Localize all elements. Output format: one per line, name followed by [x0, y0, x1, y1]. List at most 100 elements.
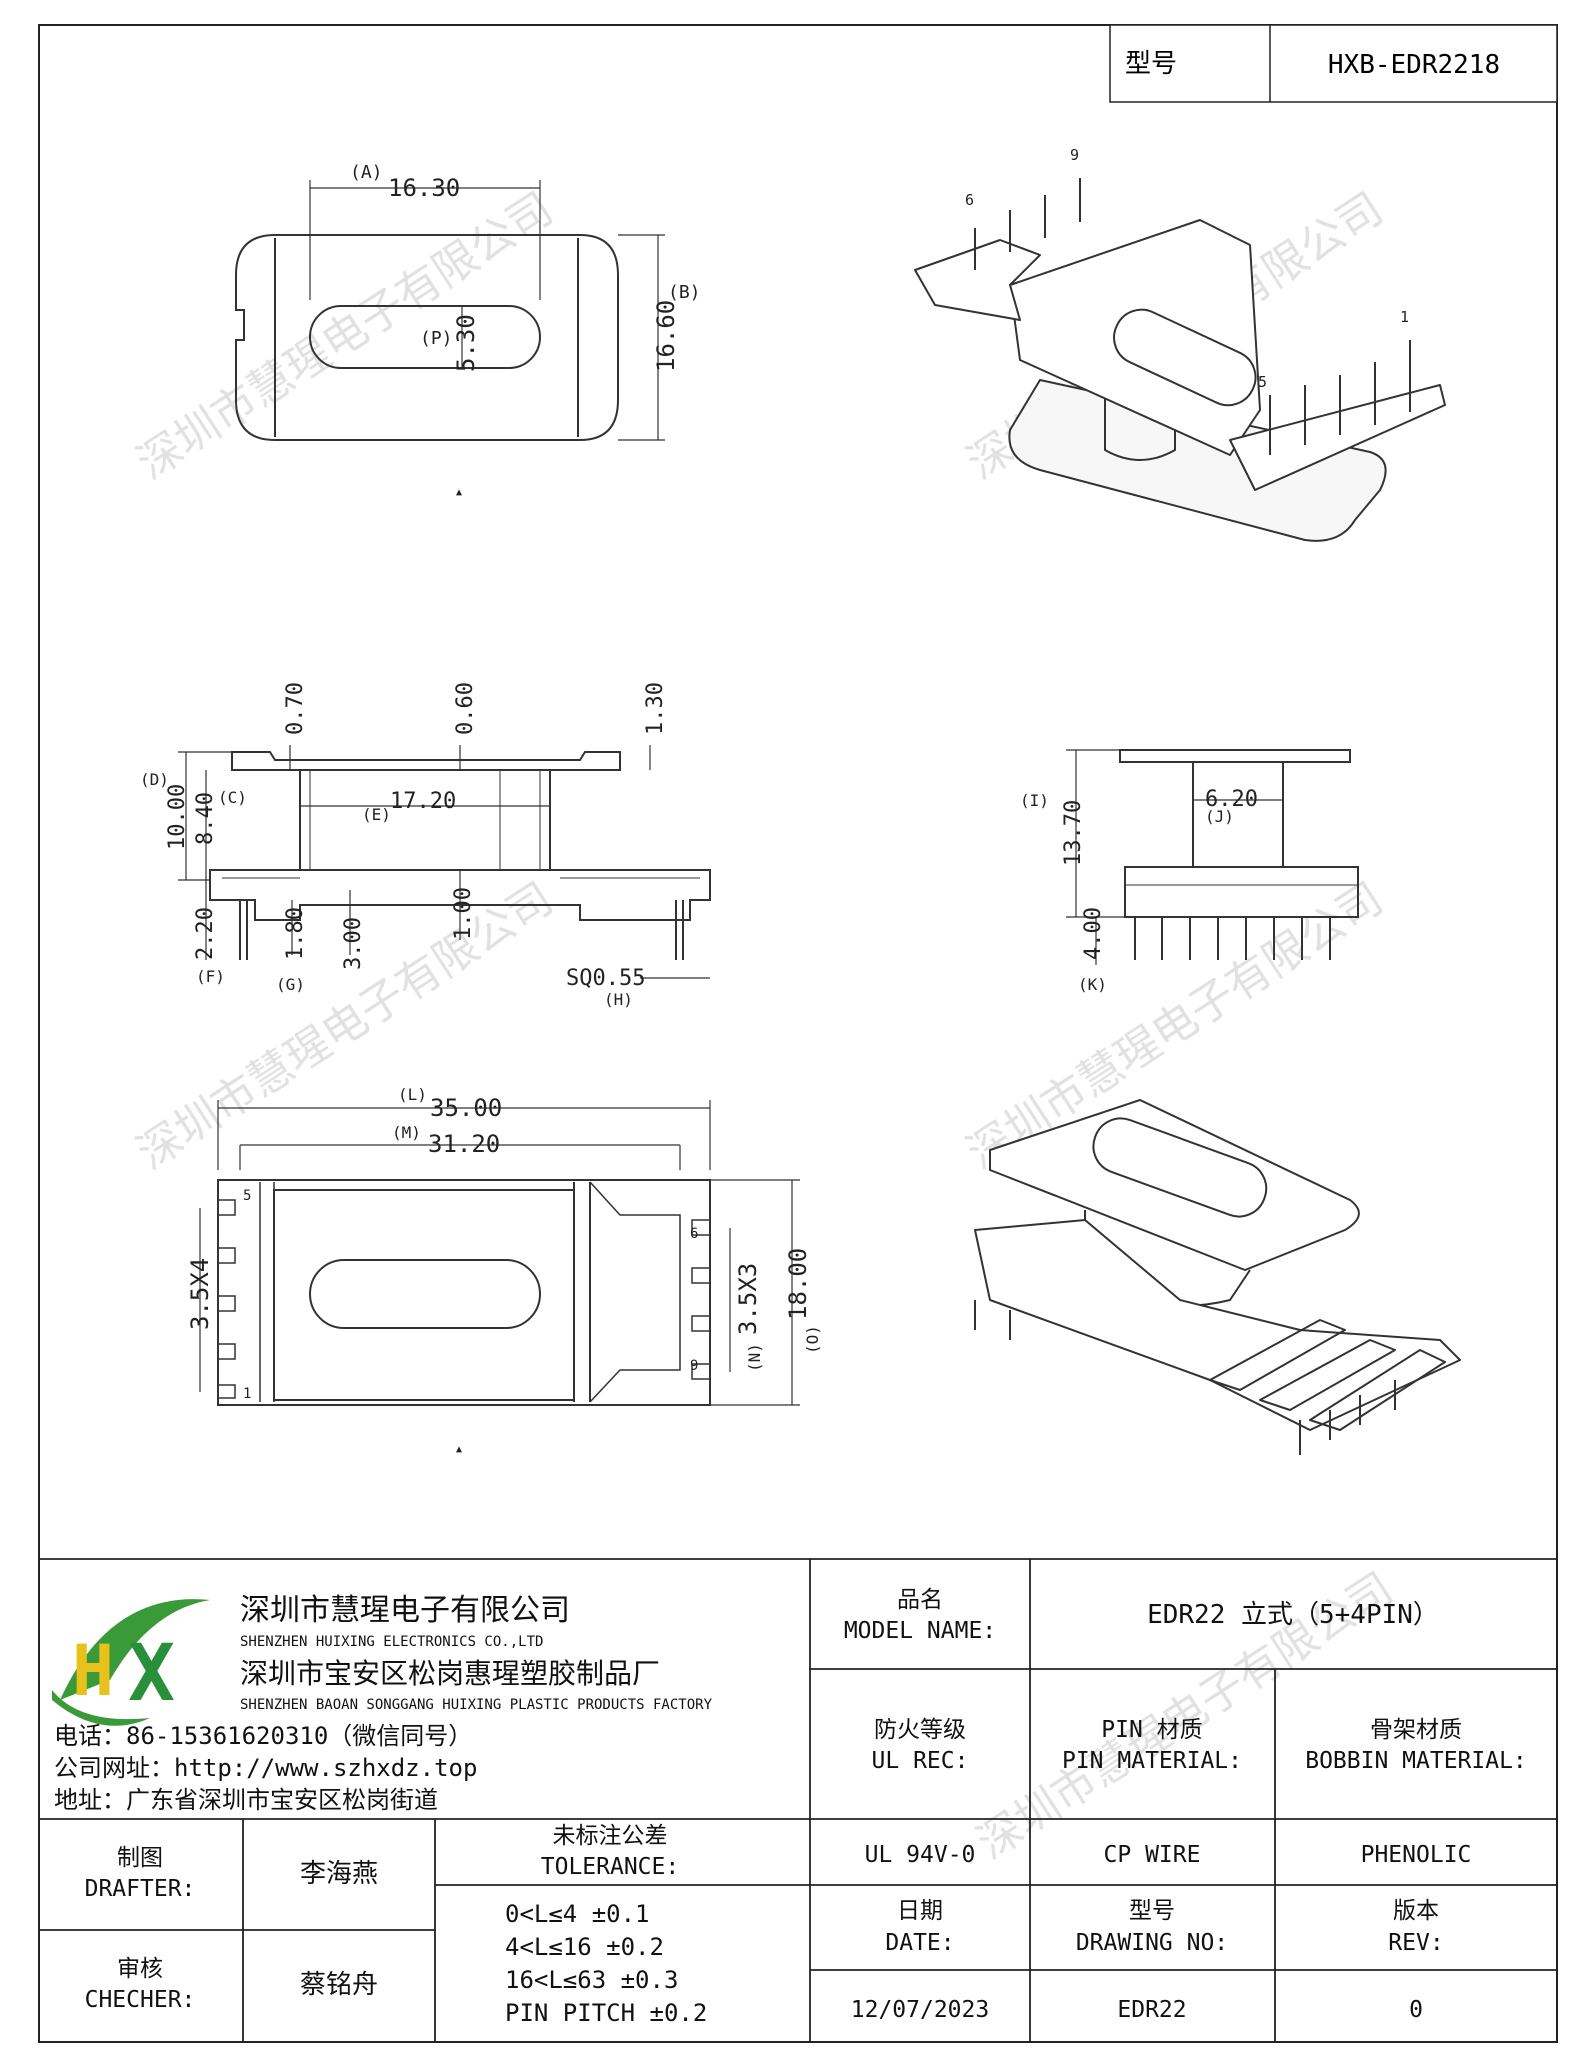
- iso2-base: [974, 1219, 1461, 1431]
- bottom-core-window: [273, 1189, 575, 1401]
- tolerance-line-3: 16<L≤63 ±0.3: [505, 1966, 678, 1994]
- date-label-cn: 日期: [897, 1898, 943, 1924]
- pin-material-cn: PIN 材质: [1101, 1717, 1202, 1743]
- bottom-left-notches: [218, 1199, 236, 1399]
- dim-B-tag: (B): [668, 282, 701, 303]
- bottom-core-slot: [309, 1259, 541, 1329]
- dim-K-value: 4.00: [1081, 907, 1106, 960]
- logo-letter-h: H: [72, 1630, 114, 1712]
- dim-N-tag: (N): [745, 1343, 764, 1372]
- dim-J-tag: (J): [1205, 807, 1234, 826]
- top-view-labels: (A) 16.30 (B) 16.60 (P) 5.30 ▲: [350, 162, 701, 498]
- model-name-en: MODEL NAME:: [844, 1618, 996, 1644]
- logo-swoosh-top: [60, 1599, 210, 1700]
- dim-P-tag: (P): [420, 328, 453, 349]
- checker-label-en: CHECHER:: [85, 1987, 196, 2013]
- date-value: 12/07/2023: [851, 1997, 989, 2023]
- iso-label-6: 6: [965, 191, 974, 209]
- logo-swoosh-bottom: [52, 1690, 150, 1726]
- drafter-label-en: DRAFTER:: [85, 1876, 196, 1902]
- front-base: [209, 869, 711, 921]
- tolerance-line-4: PIN PITCH ±0.2: [505, 1999, 707, 2027]
- top-view-mark: ▲: [456, 487, 462, 498]
- dim-N-value: 3.5X3: [734, 1263, 762, 1335]
- title-block-text: 品名 MODEL NAME: EDR22 立式（5+4PIN） 防火等级 UL …: [85, 1587, 1527, 2023]
- dim-C-tag: (C): [218, 788, 247, 807]
- dim-v4-value: 1.00: [451, 887, 476, 940]
- bobbin-material-en: BOBBIN MATERIAL:: [1305, 1748, 1527, 1774]
- model-name-cn: 品名: [897, 1587, 943, 1613]
- tolerance-lines: 0<L≤4 ±0.1 4<L≤16 ±0.2 16<L≤63 ±0.3 PIN …: [505, 1900, 707, 2027]
- tolerance-label-en: TOLERANCE:: [541, 1854, 679, 1880]
- rev-label-en: REV:: [1388, 1930, 1443, 1956]
- bottom-label-9: 9: [690, 1358, 698, 1374]
- iso2-pin-bar-2: [1259, 1339, 1396, 1411]
- iso-label-1: 1: [1400, 308, 1409, 326]
- company-address: 地址：广东省深圳市宝安区松岗街道: [54, 1786, 438, 1814]
- model-name-value: EDR22 立式（5+4PIN）: [1147, 1600, 1439, 1630]
- dim-left-pitch: 3.5X4: [186, 1258, 214, 1330]
- drawing-no-label-cn: 型号: [1129, 1898, 1175, 1924]
- fire-rating-value: UL 94V-0: [865, 1842, 976, 1868]
- factory-name-en: SHENZHEN BAOAN SONGGANG HUIXING PLASTIC …: [240, 1697, 713, 1713]
- iso-label-9: 9: [1070, 146, 1079, 164]
- rev-value: 0: [1409, 1997, 1423, 2023]
- dim-H-tag: (H): [604, 990, 633, 1009]
- sheet-border: [38, 24, 1558, 2043]
- factory-name-cn: 深圳市宝安区松岗惠瑆塑胶制品厂: [240, 1657, 660, 1690]
- side-view: [1066, 749, 1359, 965]
- iso2-top-slot: [1092, 1117, 1268, 1218]
- tolerance-line-1: 0<L≤4 ±0.1: [505, 1900, 650, 1928]
- iso-right-pin-block: [1229, 384, 1446, 491]
- bobbin-material-cn: 骨架材质: [1370, 1717, 1462, 1743]
- watermark-1: 深圳市慧瑆电子有限公司: [128, 183, 562, 489]
- drafter-label-cn: 制图: [117, 1845, 163, 1871]
- fire-rating-en: UL REC:: [872, 1748, 969, 1774]
- company-logo: H X: [52, 1599, 210, 1726]
- company-name-en: SHENZHEN HUIXING ELECTRONICS CO.,LTD: [240, 1634, 543, 1650]
- dim-I-tag: (I): [1020, 791, 1049, 810]
- iso2-top-plate: [989, 1099, 1360, 1271]
- pin-material-value: CP WIRE: [1104, 1842, 1201, 1868]
- iso-bottom-flange: [1008, 379, 1387, 542]
- dim-t2-value: 0.60: [453, 682, 478, 735]
- bottom-label-6: 6: [690, 1226, 698, 1242]
- bottom-label-1: 1: [243, 1386, 251, 1402]
- logo-letter-x: X: [128, 1629, 175, 1719]
- dim-E-tag: (E): [362, 805, 391, 824]
- top-view-flange-outline: [235, 234, 619, 441]
- checker-label-cn: 审核: [117, 1956, 163, 1982]
- bottom-view-labels: (L) 35.00 (M) 31.20 3.5X4 3.5X3 (N) 18.0…: [186, 1085, 822, 1455]
- dim-A-value: 16.30: [388, 174, 460, 202]
- company-phone: 电话：86-15361620310（微信同号）: [54, 1722, 472, 1750]
- dim-M-value: 31.20: [428, 1130, 500, 1158]
- dim-F-value: 2.20: [193, 907, 218, 960]
- fire-rating-cn: 防火等级: [874, 1717, 966, 1743]
- tolerance-line-2: 4<L≤16 ±0.2: [505, 1933, 664, 1961]
- dim-C-value: 8.40: [193, 792, 218, 845]
- header-model-value: HXB-EDR2218: [1328, 50, 1500, 80]
- iso2-pin-bar-1: [1209, 1319, 1346, 1391]
- iso-top-plate: [1009, 219, 1261, 456]
- dim-H-value: SQ0.55: [566, 966, 645, 991]
- dim-t3-value: 1.30: [643, 682, 668, 735]
- bottom-label-5: 5: [243, 1188, 251, 1204]
- iso-view-bottom: [974, 1099, 1461, 1455]
- dim-J-value: 6.20: [1205, 787, 1258, 812]
- iso-left-pin-block: [914, 239, 1041, 321]
- top-view-core-slot: [309, 305, 541, 369]
- tolerance-label-cn: 未标注公差: [553, 1823, 668, 1849]
- header-model-label: 型号: [1125, 49, 1177, 79]
- company-info: 深圳市慧瑆电子有限公司 SHENZHEN HUIXING ELECTRONICS…: [54, 1593, 713, 1814]
- checker-name: 蔡铭舟: [300, 1970, 378, 2000]
- iso-core-tube: [1104, 395, 1176, 461]
- front-view-labels: (D) 10.00 (C) 8.40 (E) 17.20 0.70 0.60 1…: [140, 682, 668, 1009]
- iso-view-top: [914, 178, 1446, 542]
- dim-D-value: 10.00: [165, 784, 190, 850]
- dim-v3-value: 3.00: [341, 917, 366, 970]
- rev-label-cn: 版本: [1393, 1898, 1439, 1924]
- dim-I-value: 13.70: [1061, 800, 1086, 866]
- dim-B-value: 16.60: [652, 300, 680, 372]
- dim-D-tag: (D): [140, 770, 169, 789]
- dim-M-tag: (M): [392, 1123, 421, 1142]
